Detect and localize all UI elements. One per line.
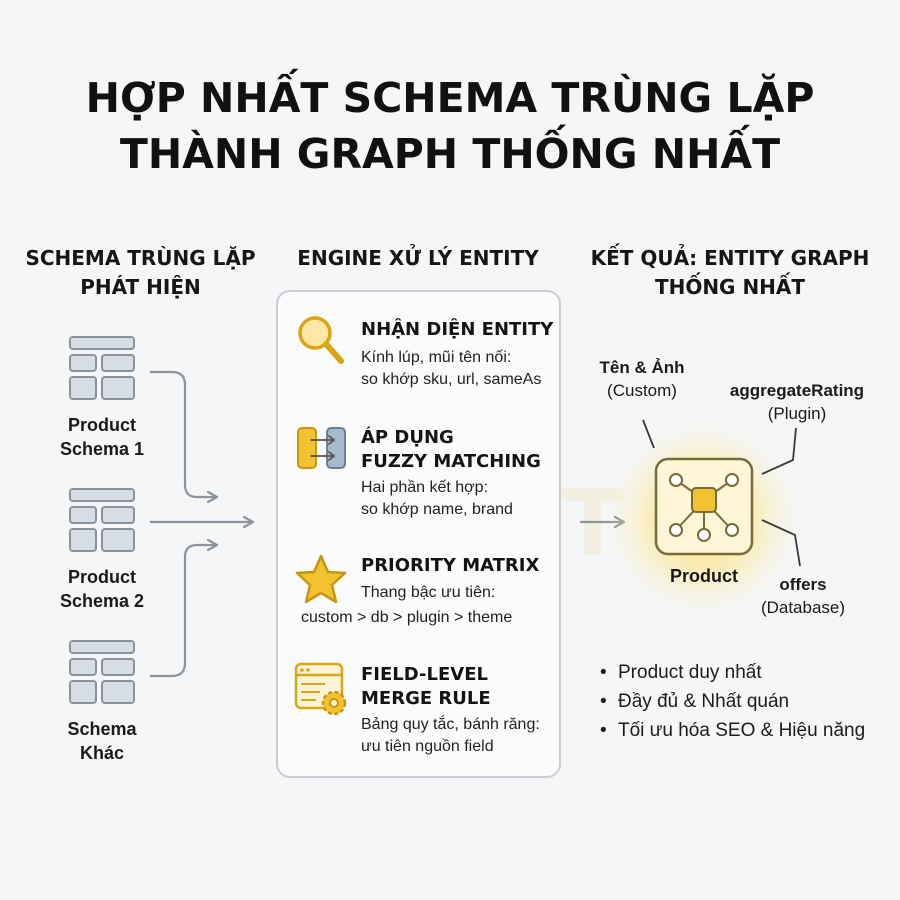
connector-arrow-source-1 [150,370,216,497]
result-bullet-text: Đầy đủ & Nhất quán [618,691,790,712]
field-offers-name: offers [779,575,827,594]
document-icon [69,488,135,552]
engine-step-1-desc-line-1: Kính lúp, mũi tên nối: [361,349,512,366]
engine-step-4-title-line-1: FIELD-LEVEL [361,664,488,685]
field-name-image-name: Tên & Ảnh [599,358,685,377]
engine-step-4-desc-line-2: ưu tiên nguồn field [361,738,494,755]
engine-step-4-title-line-2: MERGE RULE [361,688,491,709]
engine-step-3-desc-line-2: custom > db > plugin > theme [301,609,513,626]
engine-step-2-desc-line-1: Hai phần kết hợp: [361,479,489,496]
source-label-3-line-1: Schema [67,719,137,739]
engine-step-2-title-line-2: FUZZY MATCHING [361,451,541,472]
engine-step-3-title: PRIORITY MATRIX [361,555,540,576]
connector-name-image [642,419,655,449]
column-heading-engine-line-1: ENGINE XỬ LÝ ENTITY [297,246,539,270]
engine-step-3-desc-line-1: Thang bậc ưu tiên: [361,584,496,601]
column-heading-sources: SCHEMA TRÙNG LẶP PHÁT HIỆN [18,244,263,302]
engine-step-1-desc-line-2: so khớp sku, url, sameAs [361,371,542,388]
page-title-line-1: HỢP NHẤT SCHEMA TRÙNG LẶP [85,74,815,122]
result-bullet-item: •Đầy đủ & Nhất quán [600,691,790,712]
field-name-image-source: (Custom) [607,381,677,400]
table-gear-icon [294,662,347,716]
source-label-3: Schema Khác [32,717,172,765]
source-label-2-line-2: Schema 2 [59,591,145,611]
source-label-2-line-1: Product [67,567,136,587]
field-aggregate-rating-source: (Plugin) [767,404,827,423]
engine-step-4-desc-line-1: Bảng quy tắc, bánh răng: [361,716,540,733]
column-heading-result-line-1: KẾT QUẢ: ENTITY GRAPH [590,246,870,270]
connector-offers [761,519,801,567]
column-heading-result-line-2: THỐNG NHẤT [654,275,806,299]
star-icon [295,554,347,604]
source-label-1-line-2: Schema 1 [59,439,145,459]
connector-rating [761,427,797,475]
result-bullet-text: Tối ưu hóa SEO & Hiệu năng [618,720,866,741]
field-aggregate-rating: aggregateRating (Plugin) [712,379,882,425]
document-icon [69,336,135,400]
product-entity-label: Product [669,566,738,586]
product-entity-icon [654,457,754,556]
magnifier-icon [298,316,344,364]
result-bullet-list: •Product duy nhất •Đầy đủ & Nhất quán •T… [600,658,865,745]
merge-arrows-icon [297,427,346,469]
page-title-line-2: THÀNH GRAPH THỐNG NHẤT [119,130,781,178]
field-offers-source: (Database) [760,598,846,617]
column-heading-engine: ENGINE XỬ LÝ ENTITY [268,244,568,273]
column-heading-sources-line-1: SCHEMA TRÙNG LẶP [25,246,256,270]
source-label-2: Product Schema 2 [32,565,172,613]
field-offers: offers (Database) [748,573,858,619]
engine-step-2-title-line-1: ÁP DỤNG [361,427,454,448]
document-icon [69,640,135,704]
column-heading-sources-line-2: PHÁT HIỆN [80,275,201,299]
source-label-1: Product Schema 1 [32,413,172,461]
result-bullet-item: •Tối ưu hóa SEO & Hiệu năng [600,720,866,741]
field-aggregate-rating-name: aggregateRating [729,381,865,400]
connector-arrow-source-3 [150,545,216,678]
source-label-3-line-2: Khác [79,743,124,763]
column-heading-result: KẾT QUẢ: ENTITY GRAPH THỐNG NHẤT [580,244,880,302]
source-label-1-line-1: Product [67,415,136,435]
field-name-image: Tên & Ảnh (Custom) [582,356,702,402]
result-bullet-text: Product duy nhất [618,662,762,683]
engine-step-2-desc-line-2: so khớp name, brand [361,501,513,518]
engine-step-1-title: NHẬN DIỆN ENTITY [361,319,554,340]
result-bullet-item: •Product duy nhất [600,662,762,683]
